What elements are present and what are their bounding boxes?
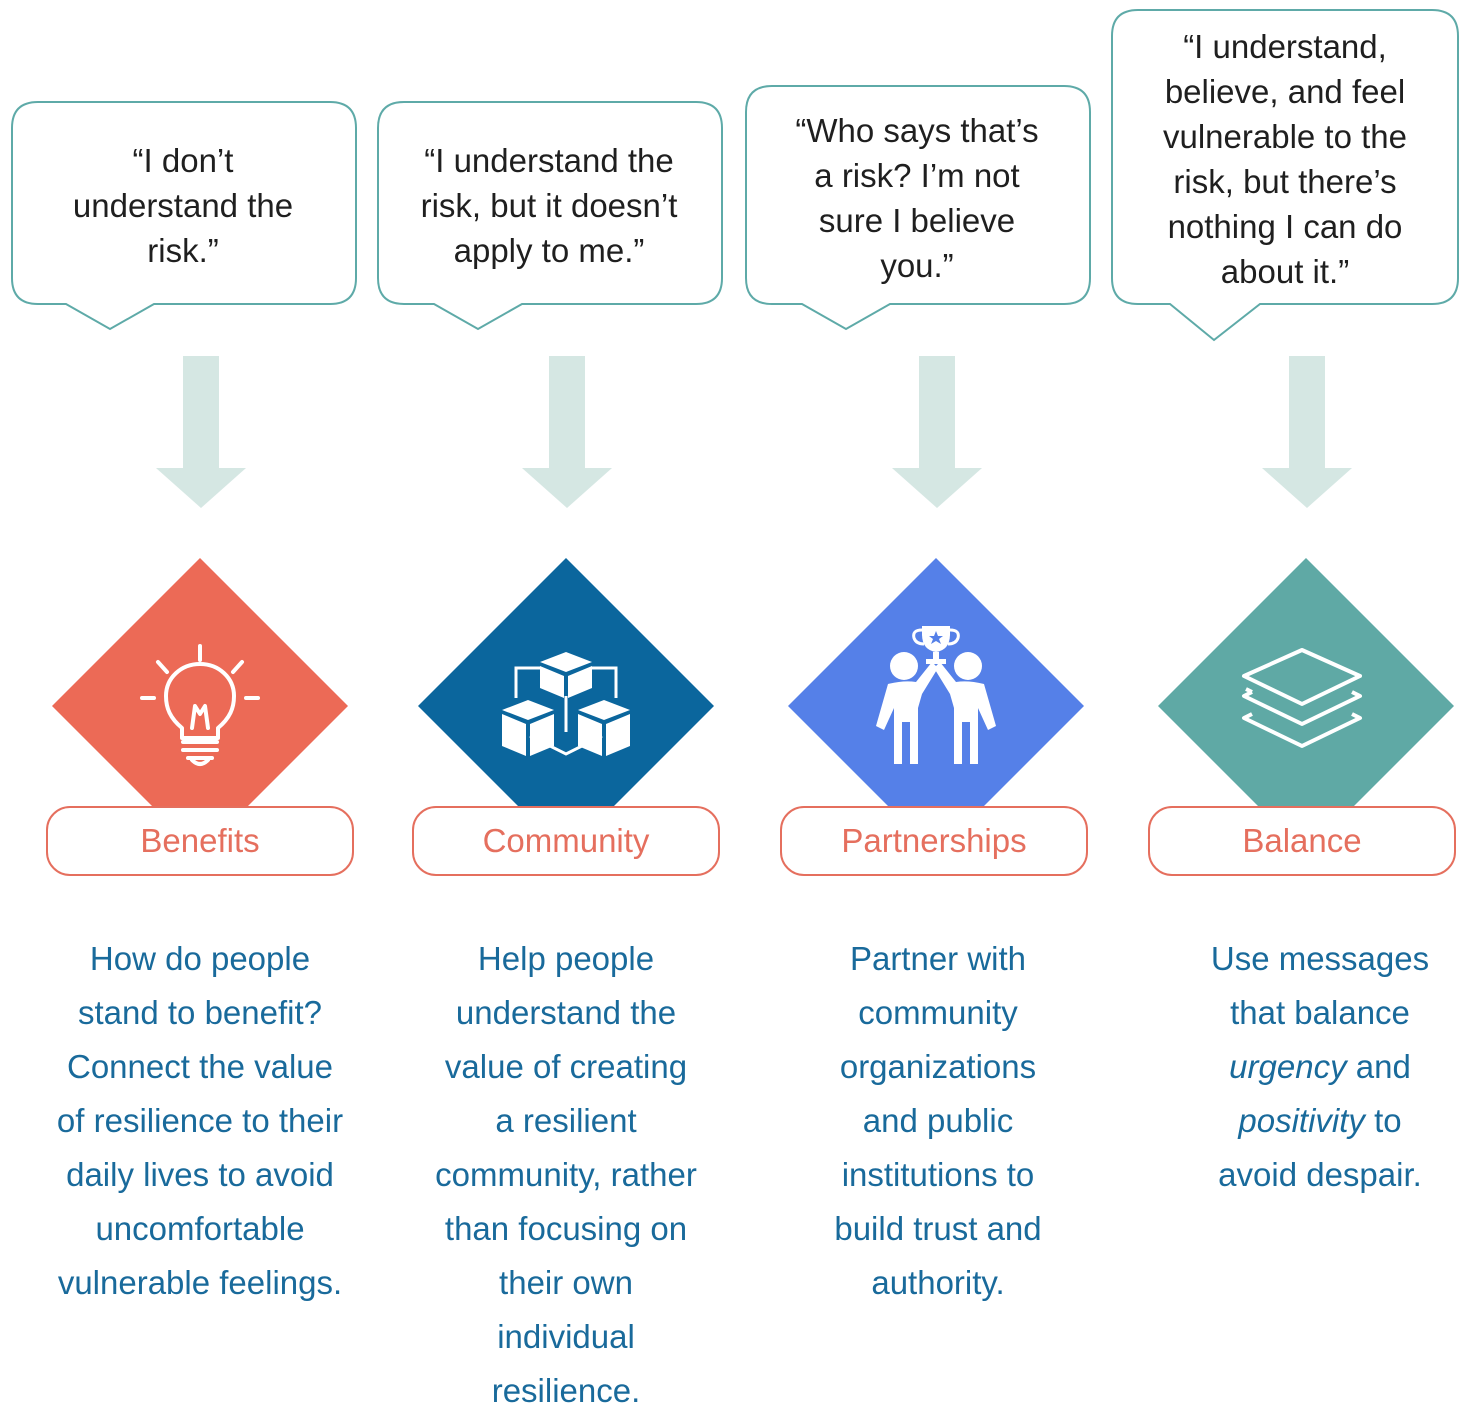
- down-arrow-icon: [892, 356, 982, 508]
- down-arrow-icon: [522, 356, 612, 508]
- down-arrow-icon: [156, 356, 246, 508]
- description-line: Use messages: [1210, 940, 1430, 977]
- column-partnerships: “Who says that’s a risk? I’m not sure I …: [734, 0, 1100, 1403]
- emphasis-positivity: positivity: [1238, 1102, 1365, 1139]
- risk-quote: “I understand, believe, and feel vulnera…: [1162, 28, 1407, 290]
- description-balance: Use messages that balance urgency and po…: [1150, 932, 1466, 1202]
- description-line: positivity to: [1238, 1102, 1402, 1139]
- risk-quote: “I don’t understand the risk.”: [72, 142, 294, 269]
- description-line: avoid despair.: [1218, 1156, 1422, 1193]
- down-arrow-icon: [1262, 356, 1352, 508]
- layers-icon: [1242, 648, 1362, 748]
- description-partnerships: Partner with community organizations and…: [834, 940, 1042, 1301]
- risk-quote: “Who says that’s a risk? I’m not sure I …: [795, 112, 1039, 284]
- speech-bubble: [1111, 9, 1459, 342]
- community-diamond: [418, 558, 714, 854]
- label-partnerships: Partnerships: [780, 806, 1088, 876]
- label-community: Community: [412, 806, 720, 876]
- description-community: Help people understand the value of crea…: [435, 940, 697, 1409]
- balance-diamond: [1158, 558, 1454, 854]
- risk-quote: “I understand the risk, but it doesn’t a…: [420, 142, 678, 269]
- column-balance: “I understand, believe, and feel vulnera…: [1100, 0, 1466, 1403]
- benefits-diamond: [52, 558, 348, 854]
- description-benefits: How do people stand to benefit? Connect …: [56, 940, 344, 1301]
- partnerships-diamond: [788, 558, 1084, 854]
- description-line: that balance: [1230, 994, 1410, 1031]
- label-benefits: Benefits: [46, 806, 354, 876]
- emphasis-urgency: urgency: [1229, 1048, 1347, 1085]
- lightbulb-icon: [140, 644, 260, 766]
- speech-bubble: [11, 101, 357, 331]
- column-community: “I understand the risk, but it doesn’t a…: [366, 0, 732, 1409]
- description-line: urgency and: [1229, 1048, 1411, 1085]
- column-benefits: “I don’t understand the risk.” Benefits …: [0, 0, 366, 1403]
- connected-cubes-icon: [502, 652, 630, 756]
- speech-bubble: [745, 85, 1091, 331]
- people-trophy-icon: [876, 626, 996, 764]
- label-balance: Balance: [1148, 806, 1456, 876]
- speech-bubble: [377, 101, 723, 331]
